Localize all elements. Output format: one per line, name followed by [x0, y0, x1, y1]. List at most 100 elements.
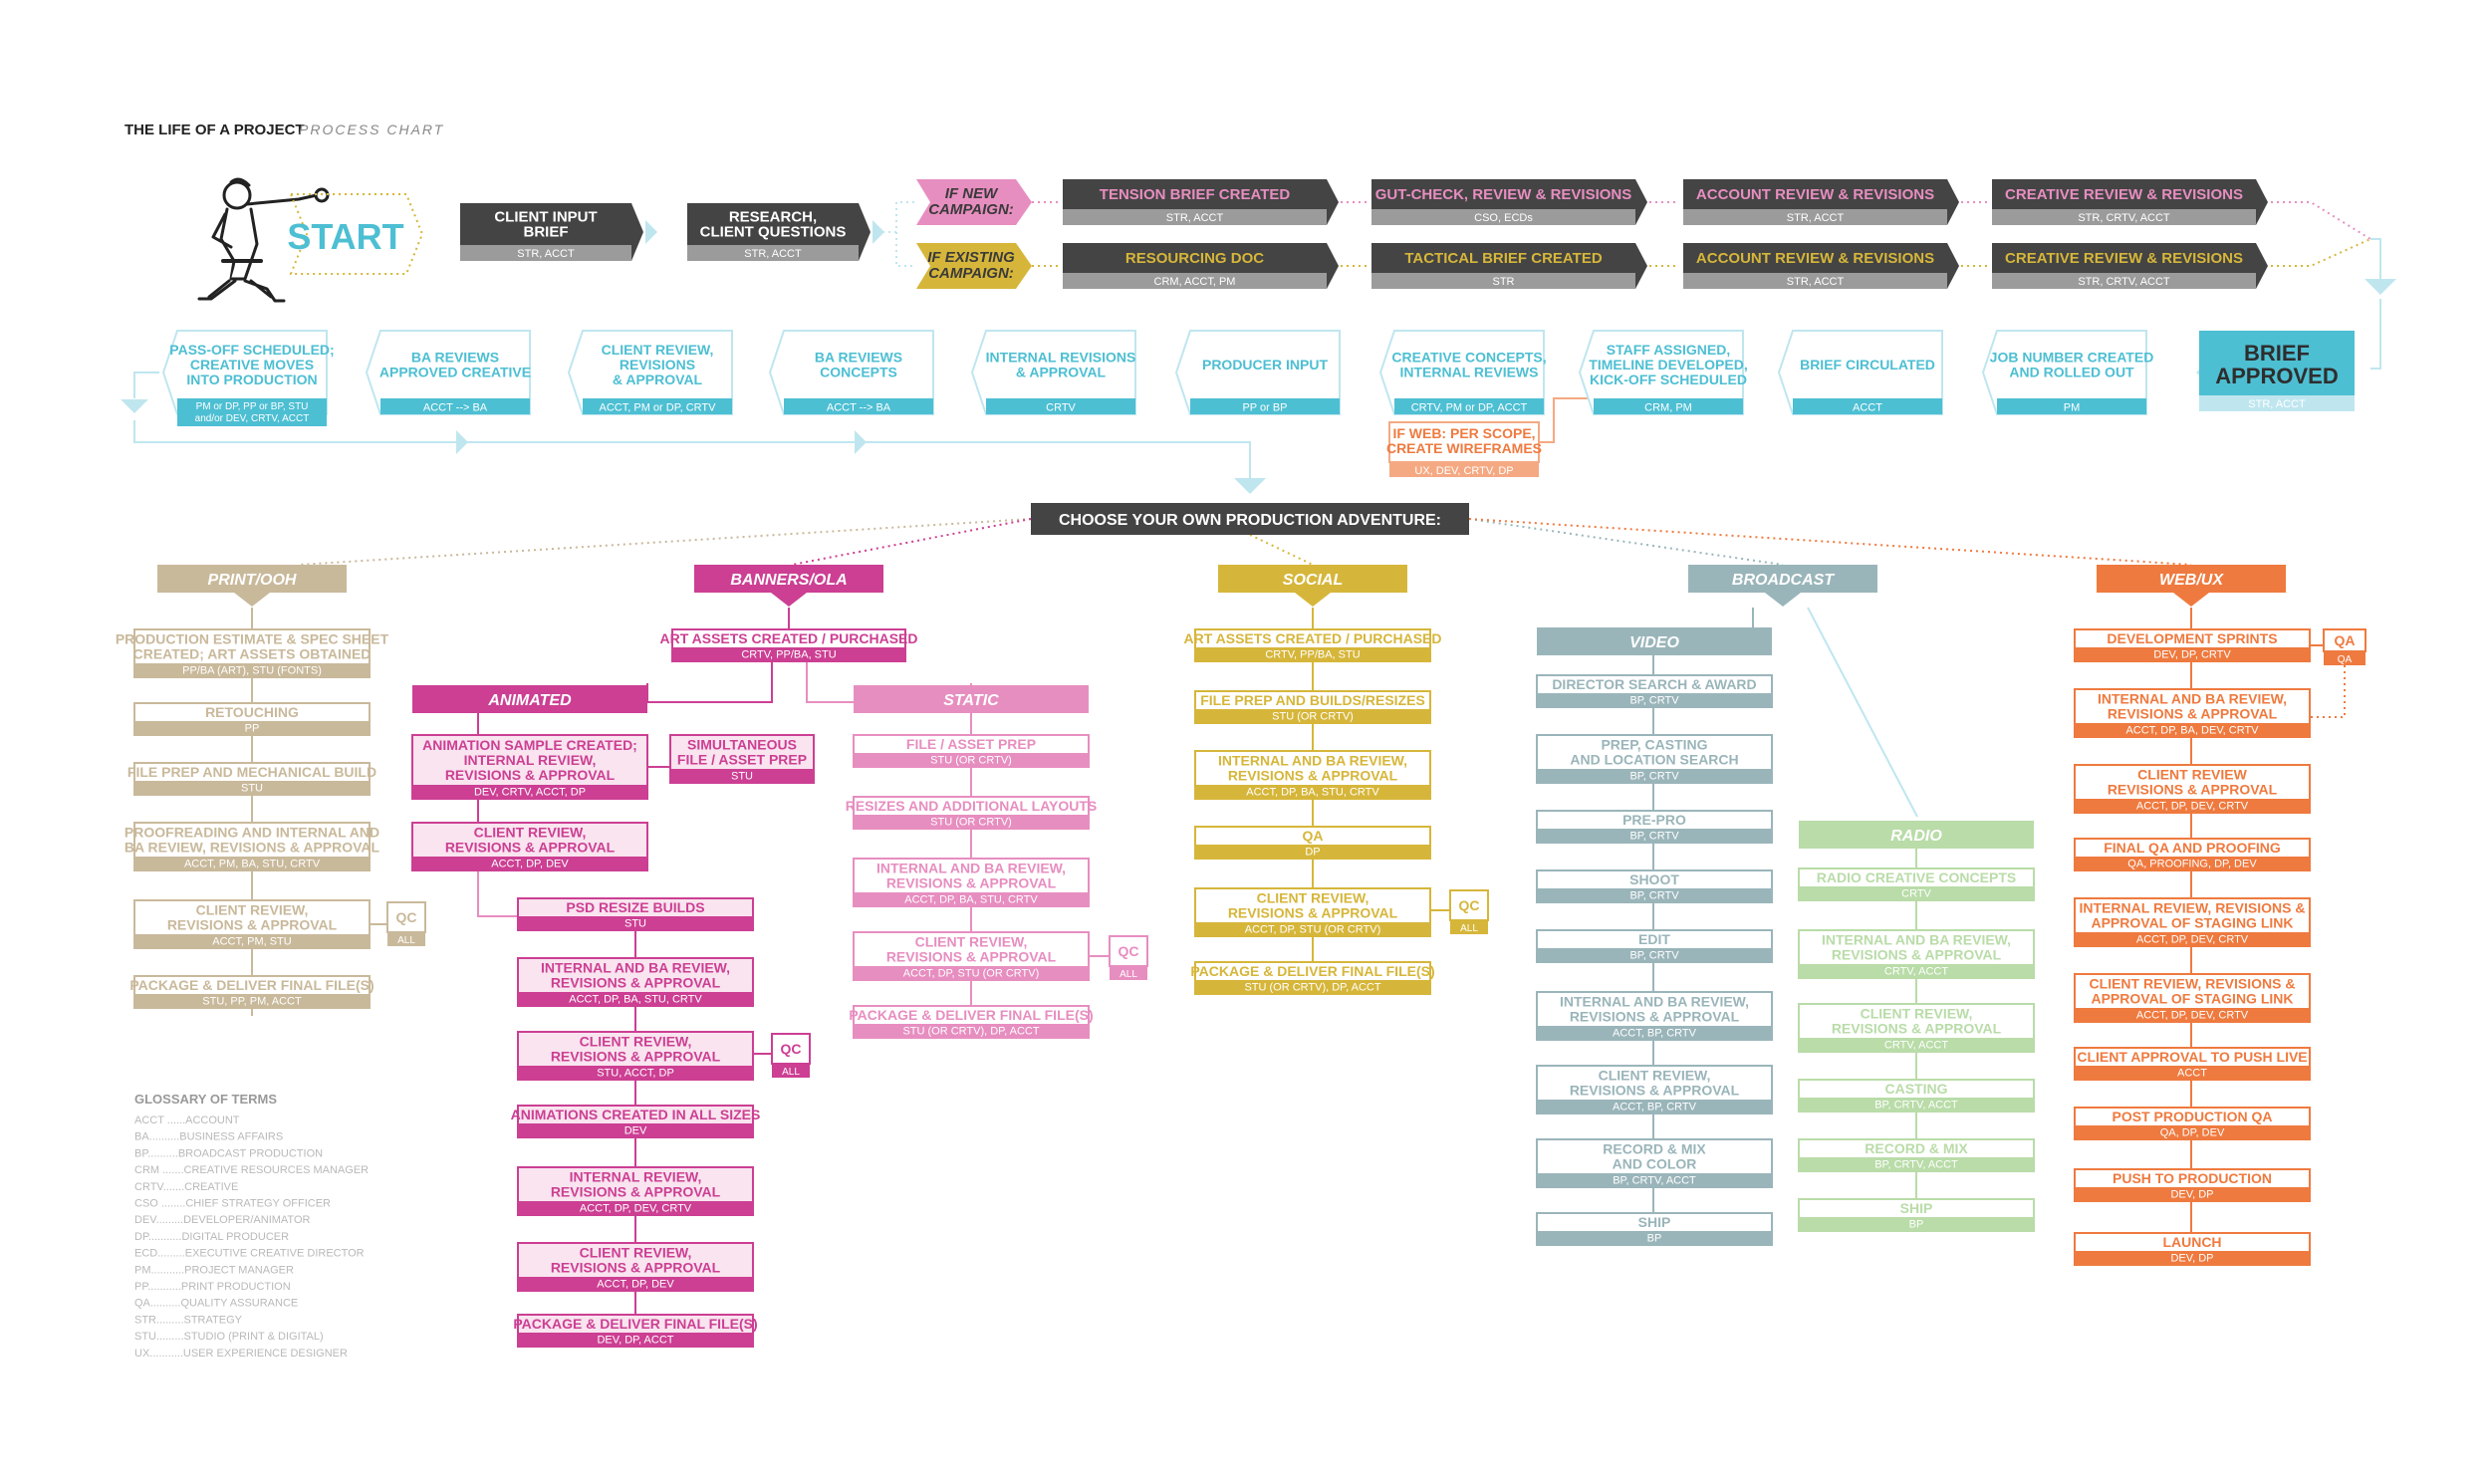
box-sub-band [1537, 1231, 1772, 1245]
box-sub-band [2075, 932, 2310, 946]
subheader-title: ANIMATED [487, 692, 572, 709]
box-title: PREP, CASTING [1601, 737, 1707, 753]
box-sub: STU [241, 783, 263, 795]
box-web-step[interactable]: INTERNAL REVIEW, REVISIONS &APPROVAL OF … [2074, 897, 2311, 947]
box-static-step[interactable]: PACKAGE & DELIVER FINAL FILE(S)STU (OR C… [849, 1005, 1094, 1039]
box-animated-step[interactable]: ANIMATION SAMPLE CREATED;INTERNAL REVIEW… [411, 734, 648, 800]
box-title: RETOUCHING [205, 704, 299, 720]
box-row2-step[interactable]: CREATIVE CONCEPTS,INTERNAL REVIEWSCRTV, … [1378, 330, 1547, 415]
box-sub: ACCT --> BA [423, 402, 488, 414]
box-social-step[interactable]: PACKAGE & DELIVER FINAL FILE(S)STU (OR C… [1190, 961, 1435, 995]
box-title: ACCOUNT REVIEW & REVISIONS [1696, 186, 1934, 203]
box-sub: and/or DEV, CRTV, ACCT [195, 413, 310, 424]
box-radio-step[interactable]: CLIENT REVIEW,REVISIONS & APPROVALCRTV, … [1798, 1003, 2035, 1053]
box-social-step[interactable]: CLIENT REVIEW,REVISIONS & APPROVALACCT, … [1194, 887, 1431, 937]
box-new-campaign-step[interactable]: ACCOUNT REVIEW & REVISIONS STR, ACCT [1683, 179, 1959, 225]
box-animated-step[interactable]: CLIENT REVIEW,REVISIONS & APPROVALACCT, … [411, 822, 648, 871]
box-web-step[interactable]: CLIENT REVIEW, REVISIONS &APPROVAL OF ST… [2074, 973, 2311, 1023]
subheader-bg [1799, 821, 2034, 849]
box-print-step[interactable]: CLIENT REVIEW,REVISIONS & APPROVALACCT, … [133, 899, 371, 949]
box-animated-sub-step[interactable]: INTERNAL AND BA REVIEW,REVISIONS & APPRO… [517, 957, 754, 1007]
box-title: ANIMATIONS CREATED IN ALL SIZES [511, 1107, 761, 1122]
connector-line [876, 201, 914, 233]
start-node[interactable]: START [287, 193, 424, 275]
box-sub: STR, ACCT [1787, 212, 1845, 224]
box-sub-band [670, 769, 814, 783]
box-sub-band [1799, 1157, 2034, 1171]
category-title: WEB/UX [2159, 572, 2224, 589]
box-animated-sub-step[interactable]: INTERNAL REVIEW,REVISIONS & APPROVALACCT… [517, 1166, 754, 1216]
box-animated-sub-step[interactable]: CLIENT REVIEW,REVISIONS & APPROVALACCT, … [517, 1242, 754, 1292]
box-web-step[interactable]: INTERNAL AND BA REVIEW,REVISIONS & APPRO… [2074, 688, 2311, 738]
box-title: IF WEB: PER SCOPE, [1392, 425, 1535, 441]
box-radio-step[interactable]: INTERNAL AND BA REVIEW,REVISIONS & APPRO… [1798, 929, 2035, 979]
box-print-step[interactable]: PRODUCTION ESTIMATE & SPEC SHEETCREATED;… [116, 628, 389, 678]
box-sub: STR, ACCT [1787, 276, 1845, 288]
box-social-step[interactable]: INTERNAL AND BA REVIEW,REVISIONS & APPRO… [1194, 750, 1431, 800]
box-row2-step[interactable]: STAFF ASSIGNED,TIMELINE DEVELOPED,KICK-O… [1578, 330, 1748, 415]
box-static-step[interactable]: CLIENT REVIEW,REVISIONS & APPROVALACCT, … [853, 931, 1090, 981]
box-title: REVISIONS [620, 357, 695, 372]
box-video-step[interactable]: CLIENT REVIEW,REVISIONS & APPROVALACCT, … [1536, 1065, 1773, 1114]
box-print-step[interactable]: PACKAGE & DELIVER FINAL FILE(S)STU, PP, … [129, 975, 374, 1009]
box-video-step[interactable]: INTERNAL AND BA REVIEW,REVISIONS & APPRO… [1536, 991, 1773, 1041]
box-static-step[interactable]: INTERNAL AND BA REVIEW,REVISIONS & APPRO… [853, 858, 1090, 907]
box-animated-sub-step[interactable]: PACKAGE & DELIVER FINAL FILE(S)DEV, DP, … [513, 1314, 758, 1348]
